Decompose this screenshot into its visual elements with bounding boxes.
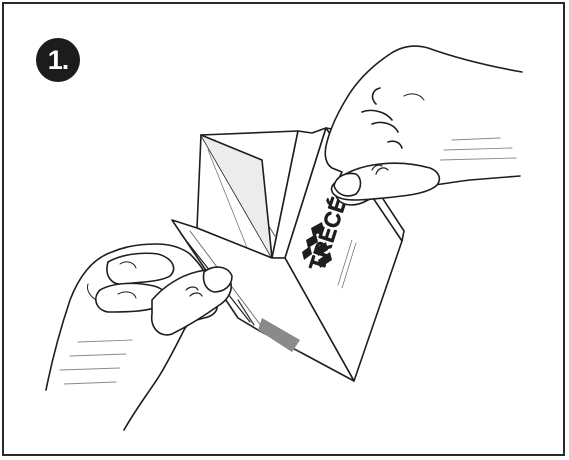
right-hand xyxy=(325,46,522,205)
step-number-badge: 1. xyxy=(36,38,80,82)
left-hand xyxy=(46,244,232,430)
